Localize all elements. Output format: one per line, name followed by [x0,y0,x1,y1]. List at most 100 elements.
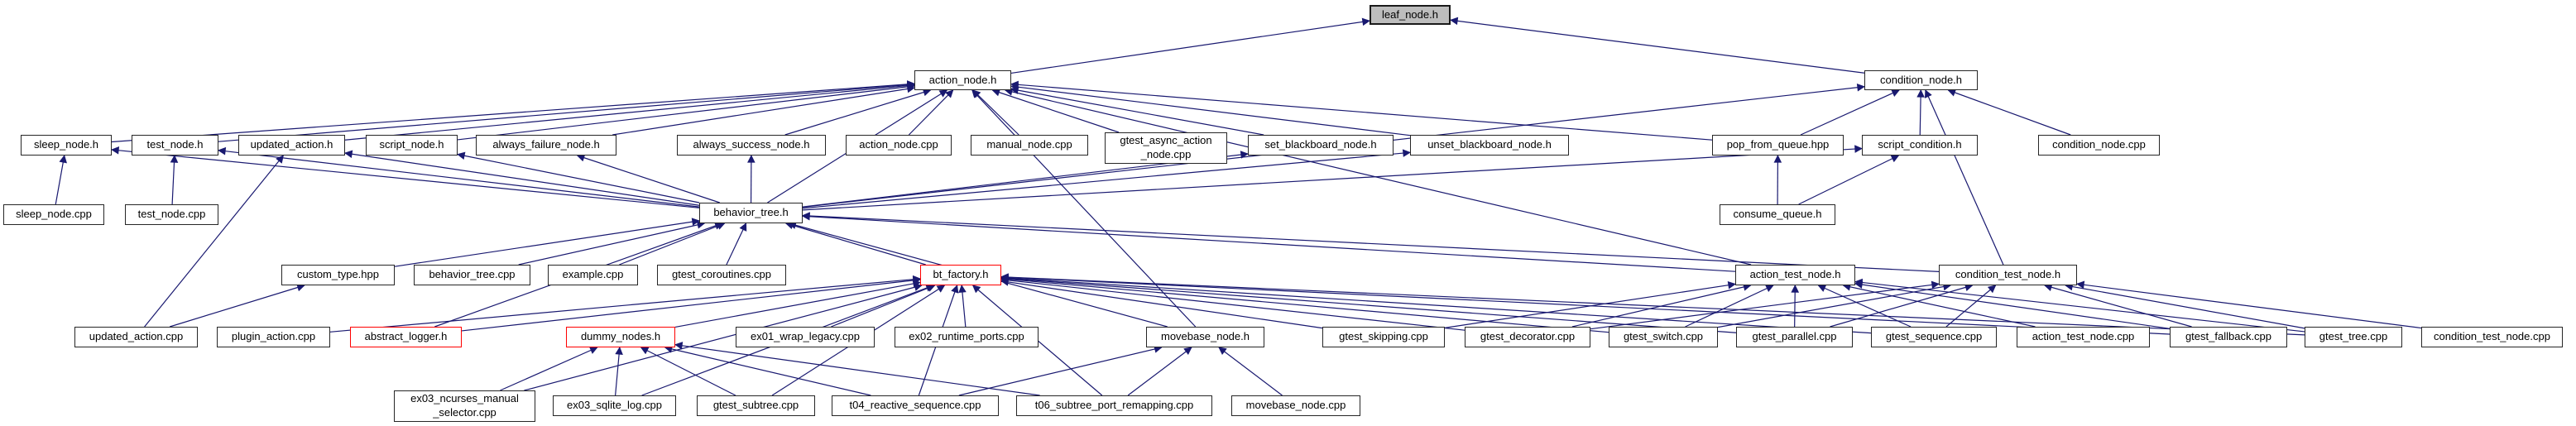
include-edge-test_node_cpp-to-test_node_h [170,155,179,205]
include-edge-gtest_sequence_cpp-to-condition_test_node_h [1945,285,1997,328]
include-edge-condition_test_node_h-to-condition_node_h [1924,89,2004,266]
graph-node-t06_subtree_port_remapping_cpp[interactable]: t06_subtree_port_remapping.cpp [1016,395,1212,416]
include-edge-always_success_node_h-to-action_node_h [784,88,932,136]
include-edge-plugin_action_cpp-to-bt_factory_h [329,275,921,333]
include-edge-example_cpp-to-behavior_tree_h [619,222,726,266]
graph-node-gtest_fallback_cpp[interactable]: gtest_fallback.cpp [2170,327,2287,347]
graph-node-updated_action_h[interactable]: updated_action.h [238,135,345,156]
include-edge-gtest_parallel_cpp-to-bt_factory_h [1000,275,1737,333]
graph-node-consume_queue_h[interactable]: consume_queue.h [1720,204,1835,225]
include-edge-manual_node_cpp-to-action_node_h [972,89,1019,136]
graph-node-leaf_node_h[interactable]: leaf_node.h [1370,5,1451,25]
graph-node-behavior_tree_cpp[interactable]: behavior_tree.cpp [414,265,530,285]
graph-node-sleep_node_h[interactable]: sleep_node.h [21,135,112,156]
graph-node-gtest_tree_cpp[interactable]: gtest_tree.cpp [2305,327,2402,347]
include-edge-consume_queue_h-to-script_condition_h [1798,155,1900,205]
graph-node-t04_reactive_sequence_cpp[interactable]: t04_reactive_sequence.cpp [832,395,999,416]
graph-node-set_blackboard_node_h[interactable]: set_blackboard_node.h [1248,135,1394,156]
graph-node-plugin_action_cpp[interactable]: plugin_action.cpp [217,327,330,347]
include-edge-gtest_skipping_cpp-to-bt_factory_h [1000,278,1323,329]
include-edge-gtest_parallel_cpp-to-condition_test_node_h [1830,283,1974,328]
include-edge-gtest_switch_cpp-to-bt_factory_h [1000,275,1609,333]
include-edge-movebase_node_h-to-action_node_h [971,89,1197,328]
include-edge-t06_subtree_port_remapping_cpp-to-movebase_node_h [1127,347,1192,396]
graph-node-script_condition_h[interactable]: script_condition.h [1862,135,1978,156]
include-edge-gtest_fallback_cpp-to-bt_factory_h [1000,273,2171,335]
graph-node-condition_node_cpp[interactable]: condition_node.cpp [2038,135,2160,156]
include-edge-action_test_node_cpp-to-action_test_node_h [1842,283,2036,328]
graph-node-behavior_tree_h[interactable]: behavior_tree.h [699,203,803,223]
graph-node-always_failure_node_h[interactable]: always_failure_node.h [476,135,616,156]
graph-node-condition_test_node_cpp[interactable]: condition_test_node.cpp [2421,327,2563,347]
include-edge-gtest_skipping_cpp-to-action_test_node_h [1444,280,1736,328]
graph-node-movebase_node_h[interactable]: movebase_node.h [1146,327,1264,347]
graph-node-gtest_decorator_cpp[interactable]: gtest_decorator.cpp [1465,327,1590,347]
graph-node-action_node_h[interactable]: action_node.h [914,70,1011,90]
include-edge-ex03_ncurses_manual_selector_cpp-to-bt_factory_h [524,283,923,391]
graph-node-condition_node_h[interactable]: condition_node.h [1864,70,1978,90]
include-edge-gtest_switch_cpp-to-condition_test_node_h [1717,282,1952,328]
include-edge-condition_test_node_h-to-behavior_tree_h [802,212,1940,272]
graph-node-updated_action_cpp[interactable]: updated_action.cpp [74,327,198,347]
graph-node-always_success_node_h[interactable]: always_success_node.h [677,135,826,156]
include-edge-gtest_fallback_cpp-to-condition_test_node_h [2043,283,2192,328]
graph-node-action_test_node_cpp[interactable]: action_test_node.cpp [2017,327,2150,347]
graph-node-gtest_switch_cpp[interactable]: gtest_switch.cpp [1609,327,1718,347]
include-edge-set_blackboard_node_h-to-action_node_h [1010,86,1264,136]
include-edge-gtest_tree_cpp-to-condition_test_node_h [2065,282,2305,329]
include-edge-behavior_tree_h-to-script_node_h [457,151,700,203]
graph-node-gtest_subtree_cpp[interactable]: gtest_subtree.cpp [697,395,815,416]
include-edge-behavior_tree_h-to-sleep_node_h [111,146,700,208]
graph-node-manual_node_cpp[interactable]: manual_node.cpp [971,135,1088,156]
include-edge-gtest_decorator_cpp-to-condition_test_node_h [1590,280,1940,330]
include-edge-gtest_fallback_cpp-to-action_test_node_h [1854,280,2171,329]
graph-node-ex01_wrap_legacy_cpp[interactable]: ex01_wrap_legacy.cpp [736,327,875,347]
graph-node-action_node_cpp[interactable]: action_node.cpp [846,135,952,156]
include-edge-sleep_node_cpp-to-sleep_node_h [55,155,67,205]
include-edge-sleep_node_h-to-action_node_h [111,80,915,143]
include-edge-gtest_coroutines_cpp-to-behavior_tree_h [726,223,747,266]
include-edge-custom_type_hpp-to-behavior_tree_h [394,218,700,267]
include-edge-unset_blackboard_node_h-to-action_node_h [1010,83,1411,136]
graph-node-gtest_async_action_node_cpp[interactable]: gtest_async_action _node.cpp [1105,132,1227,164]
graph-node-ex03_sqlite_log_cpp[interactable]: ex03_sqlite_log.cpp [553,395,676,416]
graph-node-unset_blackboard_node_h[interactable]: unset_blackboard_node.h [1410,135,1569,156]
include-edge-gtest_subtree_cpp-to-dummy_nodes_h [640,347,736,396]
graph-node-ex03_ncurses_manual_selector_cpp[interactable]: ex03_ncurses_manual _selector.cpp [394,390,535,422]
graph-node-custom_type_hpp[interactable]: custom_type.hpp [281,265,395,285]
include-edge-behavior_tree_h-to-updated_action_h [344,150,700,206]
graph-node-dummy_nodes_h[interactable]: dummy_nodes.h [566,327,675,347]
graph-node-gtest_coroutines_cpp[interactable]: gtest_coroutines.cpp [657,265,786,285]
graph-node-condition_test_node_h[interactable]: condition_test_node.h [1939,265,2077,285]
include-edge-behavior_tree_h-to-script_condition_h [802,145,1863,211]
include-edge-gtest_tree_cpp-to-action_test_node_h [1854,278,2305,333]
include-edge-gtest_sequence_cpp-to-action_test_node_h [1817,285,1912,328]
include-edge-always_failure_node_h-to-action_node_h [612,84,915,136]
include-edge-ex01_wrap_legacy_cpp-to-bt_factory_h [831,284,936,328]
graph-node-gtest_parallel_cpp[interactable]: gtest_parallel.cpp [1736,327,1853,347]
include-edge-pop_from_queue_hpp-to-action_node_h [1010,80,1713,141]
include-edge-action_node_cpp-to-action_node_h [908,89,954,136]
include-edge-action_test_node_h-to-behavior_tree_h [802,212,1736,272]
graph-node-gtest_skipping_cpp[interactable]: gtest_skipping.cpp [1322,327,1445,347]
include-edge-behavior_tree_h-to-test_node_h [218,146,700,208]
graph-node-gtest_sequence_cpp[interactable]: gtest_sequence.cpp [1871,327,1997,347]
graph-node-pop_from_queue_hpp[interactable]: pop_from_queue.hpp [1712,135,1844,156]
graph-node-test_node_h[interactable]: test_node.h [132,135,218,156]
graph-node-sleep_node_cpp[interactable]: sleep_node.cpp [3,204,104,225]
include-edge-gtest_sequence_cpp-to-bt_factory_h [1000,274,1872,334]
graph-node-movebase_node_cpp[interactable]: movebase_node.cpp [1231,395,1360,416]
graph-node-bt_factory_h[interactable]: bt_factory.h [920,265,1001,285]
graph-node-abstract_logger_h[interactable]: abstract_logger.h [350,327,462,347]
include-edge-dummy_nodes_h-to-bt_factory_h [674,280,921,328]
include-edge-gtest_switch_cpp-to-action_test_node_h [1685,285,1774,328]
include-edge-gtest_decorator_cpp-to-action_test_node_h [1571,283,1752,328]
graph-node-example_cpp[interactable]: example.cpp [548,265,638,285]
include-edge-script_condition_h-to-condition_node_h [1916,89,1925,136]
graph-node-action_test_node_h[interactable]: action_test_node.h [1735,265,1855,285]
graph-node-script_node_h[interactable]: script_node.h [366,135,458,156]
graph-node-ex02_runtime_ports_cpp[interactable]: ex02_runtime_ports.cpp [895,327,1039,347]
graph-node-test_node_cpp[interactable]: test_node.cpp [125,204,218,225]
